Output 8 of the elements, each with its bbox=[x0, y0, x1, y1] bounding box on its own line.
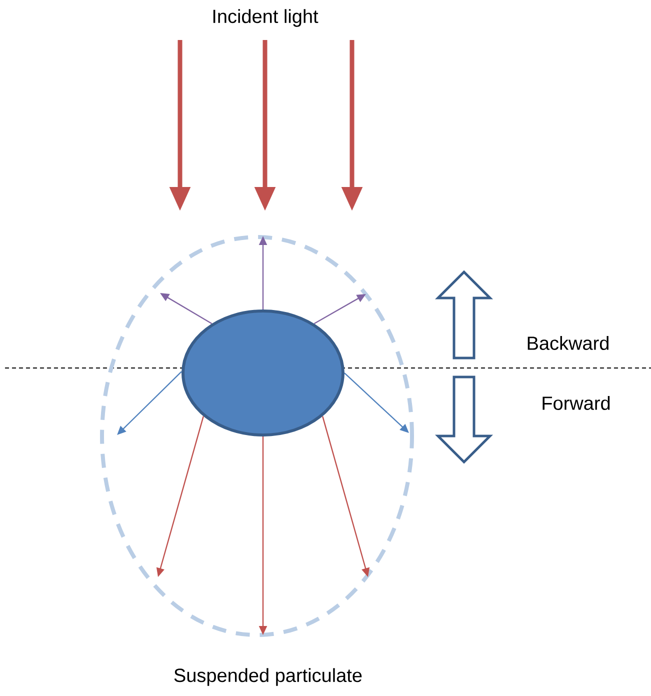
scatter-boundary-ellipse bbox=[100, 235, 414, 637]
text-label: Backward bbox=[528, 336, 608, 350]
text-label: Incident light bbox=[213, 9, 318, 27]
particle-ellipse bbox=[182, 310, 344, 436]
arrow bbox=[344, 372, 409, 433]
arrow bbox=[117, 371, 182, 435]
text-label: Forward bbox=[542, 396, 610, 410]
text-label: Suspended particulate bbox=[174, 668, 362, 686]
